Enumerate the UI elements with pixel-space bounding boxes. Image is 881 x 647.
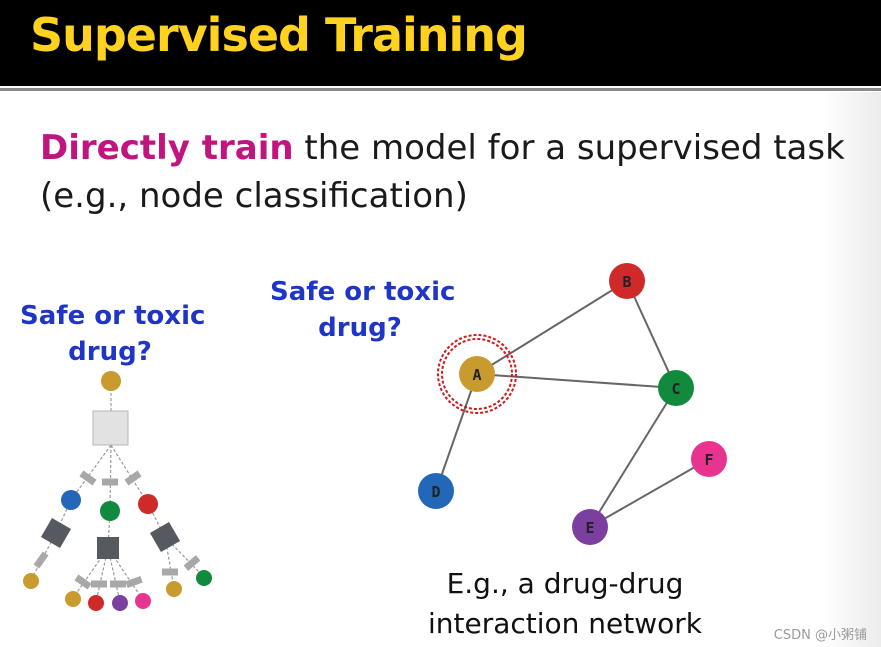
tree-tag-9 <box>162 568 178 576</box>
highlight-ring-outer <box>437 334 517 414</box>
tree-tag-4 <box>33 551 49 569</box>
tree-leaf-red <box>88 595 104 611</box>
tree-root-node <box>101 371 121 391</box>
title-bar: Supervised Training <box>0 0 881 86</box>
node-label-b: B <box>622 273 631 291</box>
right-question-line-2: drug? <box>318 313 402 343</box>
node-b <box>609 263 645 299</box>
node-label-d: D <box>431 483 440 501</box>
tree-tag-10 <box>183 555 201 571</box>
right-question: Safe or toxic drug? <box>270 274 456 346</box>
tree-edge-l1-right <box>110 444 149 505</box>
tree-edge-l1-mid <box>109 444 112 511</box>
node-e <box>572 509 608 545</box>
left-question: Safe or toxic drug? <box>20 298 206 370</box>
node-label-e: E <box>585 519 594 537</box>
network-caption: E.g., a drug-drug interaction network <box>410 564 720 644</box>
tree-leaf-gold-1 <box>23 573 39 589</box>
right-question-line-1: Safe or toxic <box>270 277 456 307</box>
tree-leaf-gold-2 <box>65 591 81 607</box>
edge-c-e <box>589 387 677 528</box>
tree-node-blue <box>61 490 81 510</box>
tree-aggregator-box <box>92 410 129 446</box>
tree-edge-leaf-7 <box>164 536 205 578</box>
tree-tag-3 <box>124 470 142 486</box>
tree-edge-leaf-3 <box>95 547 109 603</box>
node-c <box>658 370 694 406</box>
tree-block-right <box>149 521 181 553</box>
edge-b-c <box>626 280 677 389</box>
node-a <box>459 356 495 392</box>
tree-edge-leaf-6 <box>164 536 175 589</box>
tree-leaf-purple <box>112 595 128 611</box>
side-shade <box>821 92 881 647</box>
left-question-line-1: Safe or toxic <box>20 301 206 331</box>
caption-line-1: E.g., a drug-drug <box>446 567 684 600</box>
body-line-1: Directly train the model for a supervise… <box>40 128 845 168</box>
tree-tag-1 <box>79 470 97 486</box>
node-f <box>691 441 727 477</box>
tree-tag-2 <box>102 478 118 486</box>
tree-tag-6 <box>91 580 107 588</box>
emphasis-text: Directly train <box>40 128 294 168</box>
body-line-2: (e.g., node classification) <box>40 176 468 216</box>
watermark: CSDN @小粥铺 <box>773 628 867 643</box>
title-divider <box>0 88 881 91</box>
tree-leaf-pink <box>135 593 151 609</box>
tree-node-green <box>100 501 120 521</box>
tree-tag-8 <box>125 575 143 589</box>
slide-title: Supervised Training <box>30 8 528 62</box>
body-line-1-rest: the model for a supervised task <box>293 128 845 168</box>
tree-edge-leaf-4 <box>107 547 121 603</box>
highlight-ring-inner <box>441 338 513 410</box>
node-label-a: A <box>472 366 481 384</box>
tree-edge-l1-left <box>70 444 112 501</box>
node-d <box>418 473 454 509</box>
edge-a-c <box>476 373 677 389</box>
tree-node-red <box>138 494 158 514</box>
tree-block-mid <box>97 537 119 559</box>
edge-e-f <box>589 458 710 528</box>
left-question-line-2: drug? <box>68 337 152 367</box>
tree-tag-7 <box>110 580 126 588</box>
node-label-c: C <box>671 380 680 398</box>
tree-tag-5 <box>74 574 92 590</box>
edge-a-d <box>435 373 478 492</box>
node-label-f: F <box>704 451 713 469</box>
tree-leaf-green <box>196 570 212 586</box>
edge-a-b <box>476 280 628 375</box>
tree-block-left <box>40 517 72 549</box>
caption-line-2: interaction network <box>427 607 703 640</box>
tree-leaf-gold-3 <box>166 581 182 597</box>
